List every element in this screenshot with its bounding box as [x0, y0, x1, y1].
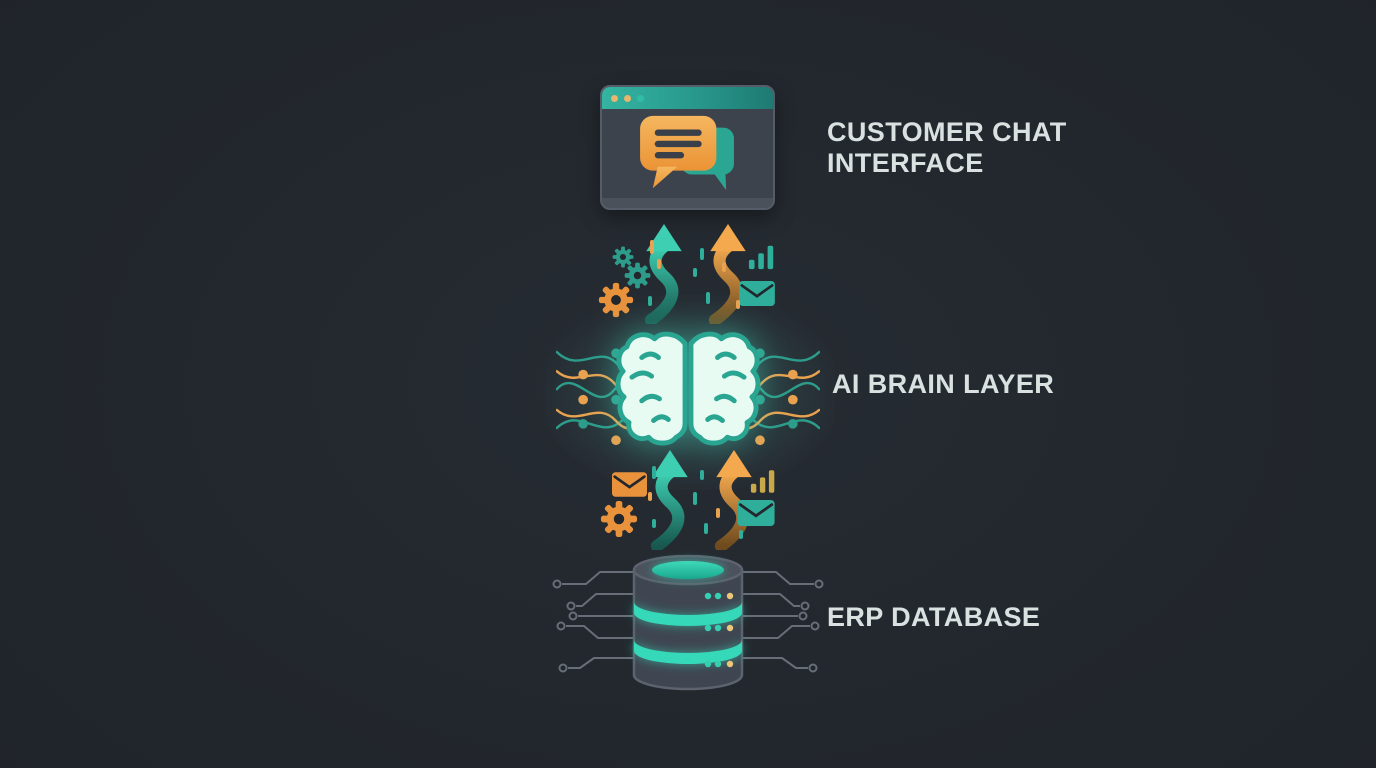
data-tick [693, 268, 697, 277]
data-tick [693, 492, 697, 505]
data-tick [648, 296, 652, 306]
data-tick [700, 248, 704, 260]
curved-up-arrow-orange-icon [706, 448, 762, 550]
data-tick [736, 300, 740, 309]
data-tick [722, 262, 726, 272]
window-dot-icon [611, 94, 618, 102]
envelope-icon [612, 472, 647, 497]
envelope-icon [737, 500, 775, 526]
window-dot-icon [624, 94, 631, 102]
window-titlebar [602, 87, 773, 109]
database-cylinder-icon [632, 554, 744, 691]
bar-chart-icon [750, 468, 777, 494]
data-tick [648, 492, 652, 501]
bar-chart-icon [748, 244, 776, 270]
browser-window-icon [600, 85, 775, 210]
node-label-ai-brain: AI BRAIN LAYER [832, 369, 1055, 399]
data-tick [657, 259, 661, 269]
data-tick [716, 508, 720, 518]
data-tick [704, 523, 708, 534]
brain-icon [615, 331, 761, 446]
data-tick [700, 470, 704, 480]
node-label-erp-database: ERP DATABASE [827, 602, 1041, 632]
data-tick [706, 292, 710, 304]
circuit-traces-right [742, 562, 828, 674]
window-footer [602, 198, 773, 208]
window-body [602, 109, 773, 198]
data-tick [650, 240, 654, 254]
data-tick [739, 530, 743, 539]
data-tick [652, 466, 656, 479]
gear-icon [600, 500, 638, 538]
node-label-customer-chat: CUSTOMER CHAT INTERFACE [827, 117, 1067, 178]
data-tick [652, 519, 656, 528]
window-dot-icon [637, 94, 644, 102]
chat-bubbles-icon [639, 115, 734, 190]
